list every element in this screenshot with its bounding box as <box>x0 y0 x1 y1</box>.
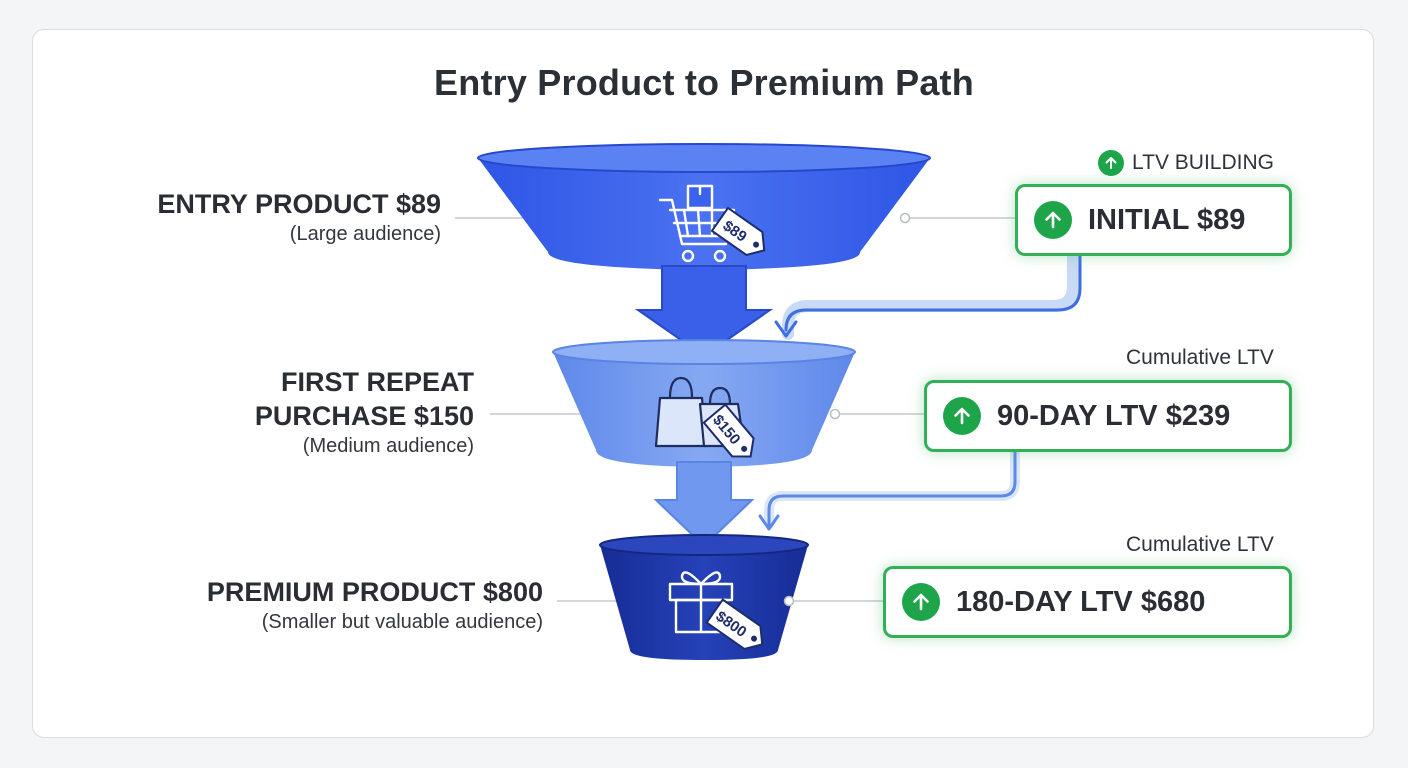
funnel-stage-premium <box>599 534 809 660</box>
ltv-box-180day: 180-DAY LTV $680 <box>883 566 1292 638</box>
ltv-box-90day: 90-DAY LTV $239 <box>924 380 1292 452</box>
stage-audience-repeat: (Medium audience) <box>302 435 474 457</box>
arrow-up-icon <box>1098 150 1124 176</box>
stage-name-entry: ENTRY PRODUCT $89 <box>157 189 441 219</box>
stage-name-premium: PREMIUM PRODUCT $800 <box>206 577 543 607</box>
ltv-caption-initial: LTV BUILDING <box>1098 150 1274 176</box>
price-tag-icon-repeat: $150 <box>702 403 755 458</box>
price-tag-icon-entry: $89 <box>710 206 766 257</box>
connector-2-glow <box>764 447 1020 527</box>
stage-label-entry: ENTRY PRODUCT $89 (Large audience) <box>100 187 441 247</box>
gift-box-icon <box>668 571 734 634</box>
ltv-caption-90day: Cumulative LTV <box>1126 346 1274 369</box>
connector-1-glow <box>782 250 1079 340</box>
connector-2-arrowhead <box>758 514 780 531</box>
connector-1 <box>784 254 1082 332</box>
stage-label-premium: PREMIUM PRODUCT $800 (Smaller but valuab… <box>100 575 543 635</box>
arrow-up-icon <box>943 397 981 435</box>
stage-audience-premium: (Smaller but valuable audience) <box>261 611 543 633</box>
diagram-title: Entry Product to Premium Path <box>434 62 974 103</box>
connector-2 <box>767 450 1017 528</box>
stage-audience-entry: (Large audience) <box>289 223 441 245</box>
ltv-value-180day: 180-DAY LTV $680 <box>956 585 1206 618</box>
ltv-connectors <box>758 250 1082 531</box>
arrow-up-icon <box>1034 201 1072 239</box>
connector-1-arrowhead <box>774 320 798 338</box>
ltv-caption-180day: Cumulative LTV <box>1126 533 1274 556</box>
ltv-box-initial: INITIAL $89 <box>1015 184 1292 256</box>
leader-dots <box>783 212 911 607</box>
funnel-stage-entry <box>477 143 931 358</box>
ltv-caption-text-initial: LTV BUILDING <box>1132 151 1274 174</box>
ltv-value-90day: 90-DAY LTV $239 <box>997 399 1231 432</box>
leader-lines <box>455 217 1015 602</box>
stage-label-repeat: FIRST REPEAT PURCHASE $150 (Medium audie… <box>150 365 474 459</box>
ltv-value-initial: INITIAL $89 <box>1088 203 1246 236</box>
stage-name-repeat-line2: PURCHASE $150 <box>254 401 474 431</box>
stage-name-repeat-line1: FIRST REPEAT <box>280 367 474 397</box>
arrow-up-icon <box>902 583 940 621</box>
